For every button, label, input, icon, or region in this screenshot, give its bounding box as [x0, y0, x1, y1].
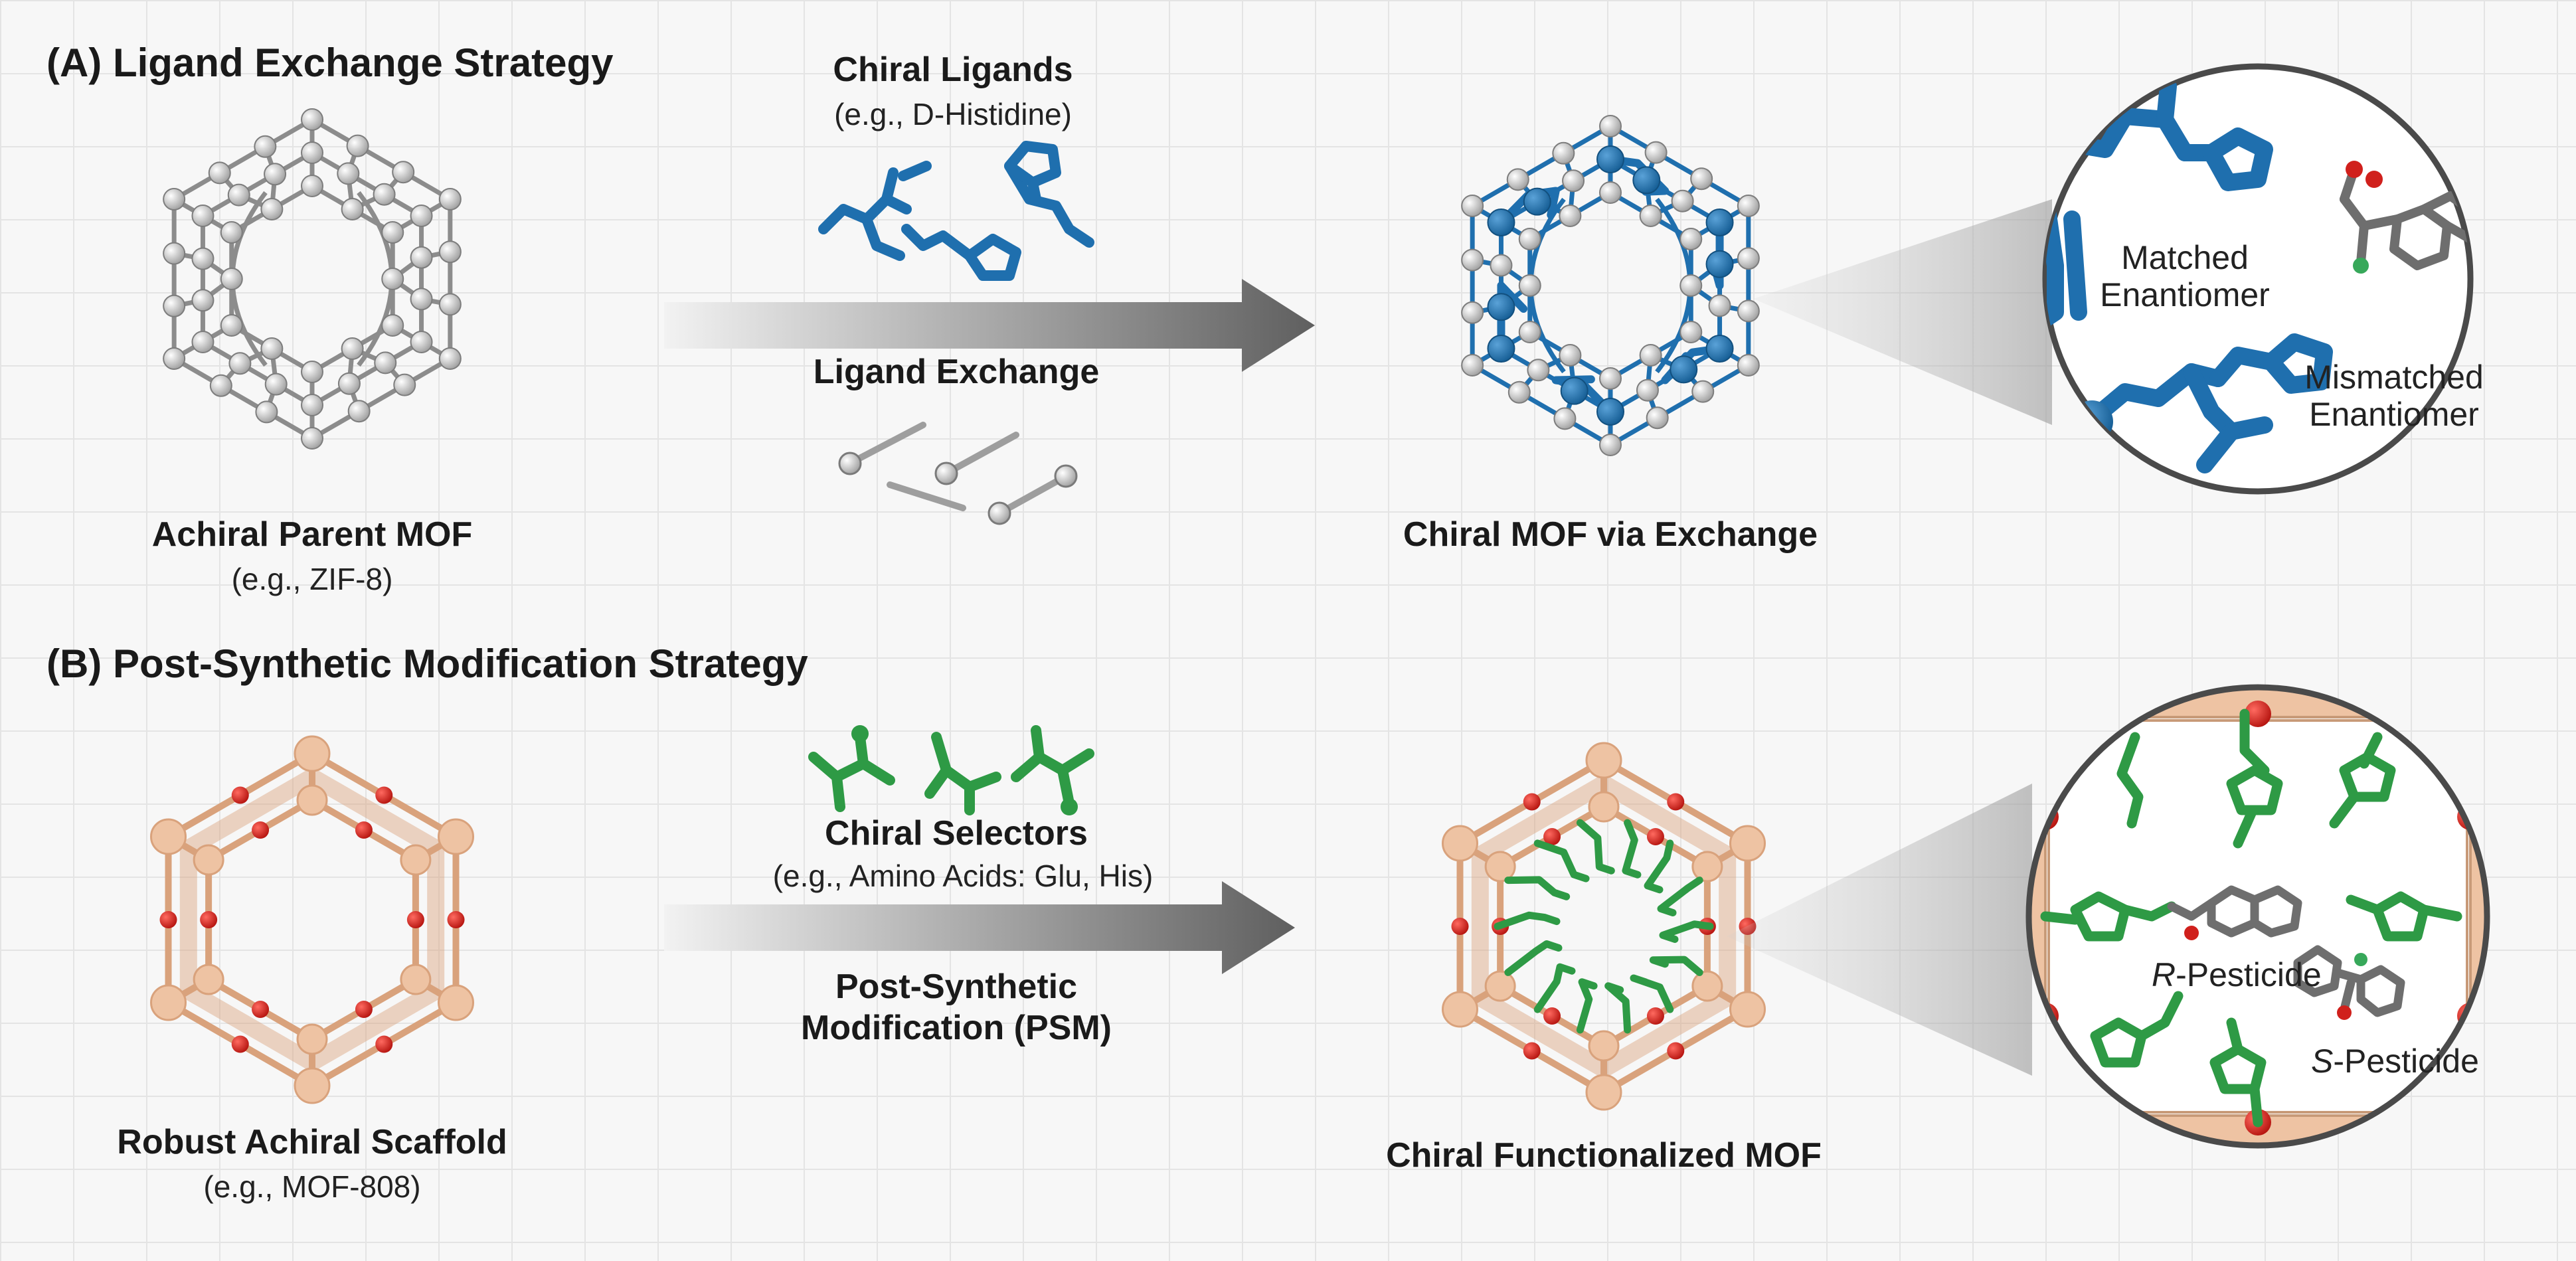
s-prefix: S [2311, 1043, 2334, 1080]
section-b-title: (B) Post-Synthetic Modification Strategy [46, 641, 808, 686]
psm-label: Post-Synthetic Modification (PSM) [801, 966, 1112, 1049]
matched-line2: Enantiomer [2100, 276, 2270, 313]
chiral-functionalized-mof-label: Chiral Functionalized MOF [1386, 1136, 1822, 1175]
mismatched-line2: Enantiomer [2309, 396, 2479, 433]
s-suffix: -Pesticide [2333, 1043, 2479, 1080]
chiral-selectors-label: Chiral Selectors [825, 814, 1088, 853]
mismatched-line1: Mismatched [2304, 359, 2484, 396]
zoom-inset-a [2042, 63, 2474, 495]
chiral-mof-exchange-label: Chiral MOF via Exchange [1403, 515, 1818, 554]
chiral-selectors-icon [808, 725, 1094, 815]
grafted-selectors [2040, 709, 2462, 1128]
chiral-mof-cage [1461, 115, 1760, 456]
s-pesticide-label: S-Pesticide [2311, 1043, 2479, 1080]
ligand-exchange-label: Ligand Exchange [813, 353, 1100, 391]
r-pesticide-label: R-Pesticide [2152, 956, 2322, 993]
robust-scaffold-label: Robust Achiral Scaffold [117, 1123, 507, 1161]
section-a-title: (A) Ligand Exchange Strategy [46, 41, 614, 85]
psm-line1: Post-Synthetic [835, 967, 1078, 1006]
ligand-exchange-arrow [664, 279, 1315, 372]
selector-node [1061, 798, 1078, 815]
chiral-ligands-label: Chiral Ligands [833, 50, 1073, 89]
r-suffix: -Pesticide [2176, 956, 2322, 993]
pesticide-molecules [2167, 885, 2405, 1017]
zoom-inset-b [2025, 684, 2490, 1149]
chiral-ligands-icon [818, 141, 1094, 281]
psm-arrow [664, 881, 1295, 974]
chiral-functionalized-mof [1441, 742, 1766, 1111]
achiral-parent-mof-cage [163, 108, 462, 450]
achiral-linker-nodes [838, 452, 1078, 525]
achiral-parent-mof-label: Achiral Parent MOF [151, 515, 473, 554]
zoom-beam-a [1753, 199, 2052, 425]
matched-enantiomer-label: Matched Enantiomer [2100, 239, 2270, 313]
achiral-parent-mof-example: (e.g., ZIF-8) [231, 562, 393, 596]
psm-line2: Modification (PSM) [801, 1009, 1112, 1047]
zoom-beam-b [1727, 784, 2032, 1076]
robust-scaffold-example: (e.g., MOF-808) [203, 1169, 421, 1204]
matched-line1: Matched [2121, 239, 2249, 276]
selector-node [851, 725, 869, 742]
r-prefix: R [2152, 956, 2176, 993]
robust-achiral-scaffold [149, 735, 475, 1104]
chiral-selectors-example: (e.g., Amino Acids: Glu, His) [772, 859, 1154, 893]
achiral-linkers-icon [850, 422, 1066, 515]
mismatched-enantiomer-label: Mismatched Enantiomer [2304, 359, 2484, 433]
chiral-ligands-example: (e.g., D-Histidine) [834, 97, 1072, 131]
